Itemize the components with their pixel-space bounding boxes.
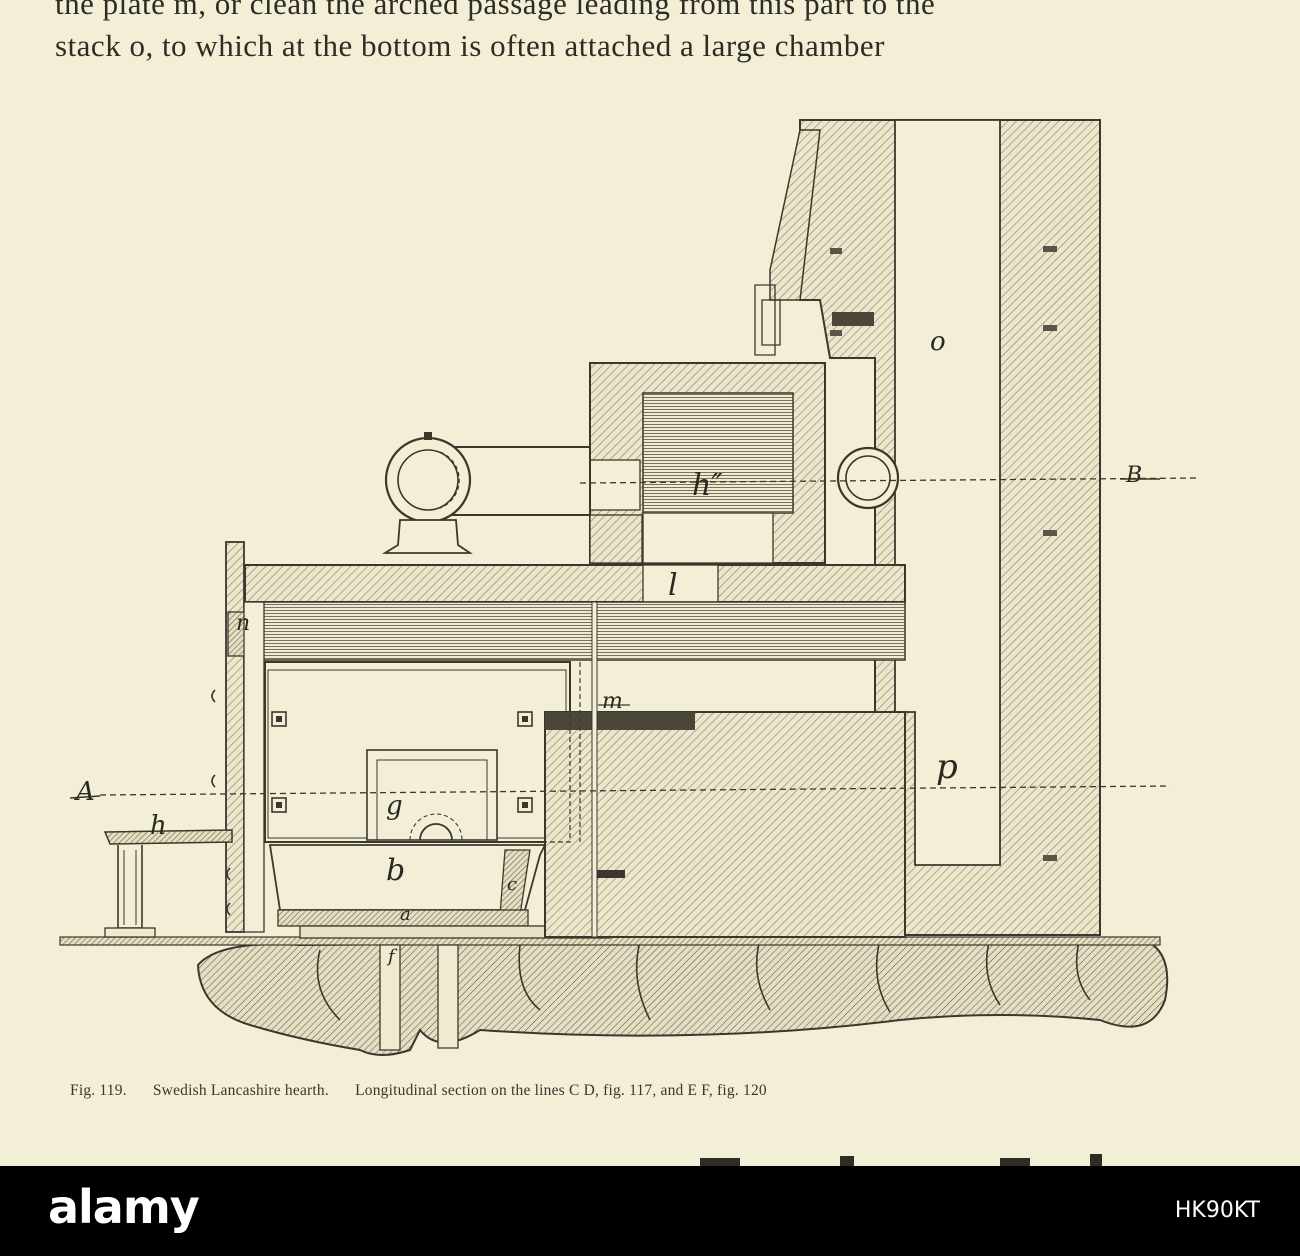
hearth-section-diagram: o h″ B l n m p A g h b c a f [59, 119, 1201, 1056]
body-text-line-1: the plate m, or clean the arched passage… [55, 0, 936, 21]
work-plate [103, 829, 233, 938]
hearth-roof [244, 564, 906, 661]
figure-description: Longitudinal section on the lines C D, f… [355, 1082, 767, 1099]
hearth-body [264, 661, 611, 939]
label-A: A [74, 777, 95, 807]
label-g: g [386, 791, 403, 821]
label-p: p [936, 747, 958, 787]
rear-block [544, 601, 906, 938]
diagram-labels: o h″ B l n m p A g h b c a f [74, 327, 1142, 967]
section-lines [69, 477, 1201, 799]
label-a: a [400, 904, 411, 925]
label-l: l [668, 568, 678, 603]
watermark-footer [0, 1166, 1300, 1256]
figure-title: Swedish Lancashire hearth. [152, 1082, 329, 1099]
label-h: h [150, 811, 167, 841]
alamy-logo: alamy [48, 1180, 200, 1234]
upper-chamber [579, 362, 826, 564]
label-c: c [507, 874, 517, 895]
label-m: m [602, 689, 623, 714]
label-h2: h″ [692, 468, 723, 503]
label-o: o [930, 327, 946, 357]
blast-pipe [381, 432, 900, 554]
label-B: B [1125, 463, 1142, 488]
figure-number: Fig. 119. [70, 1082, 127, 1099]
label-n: n [236, 611, 250, 636]
body-text-line-2: stack o, to which at the bottom is often… [55, 28, 885, 63]
foundation [59, 936, 1169, 1056]
label-b: b [386, 853, 405, 888]
figure-caption: Fig. 119. Swedish Lancashire hearth. Lon… [70, 1082, 1230, 1100]
next-line-fragments [700, 1154, 1102, 1168]
image-id: HK90KT [1174, 1198, 1260, 1223]
